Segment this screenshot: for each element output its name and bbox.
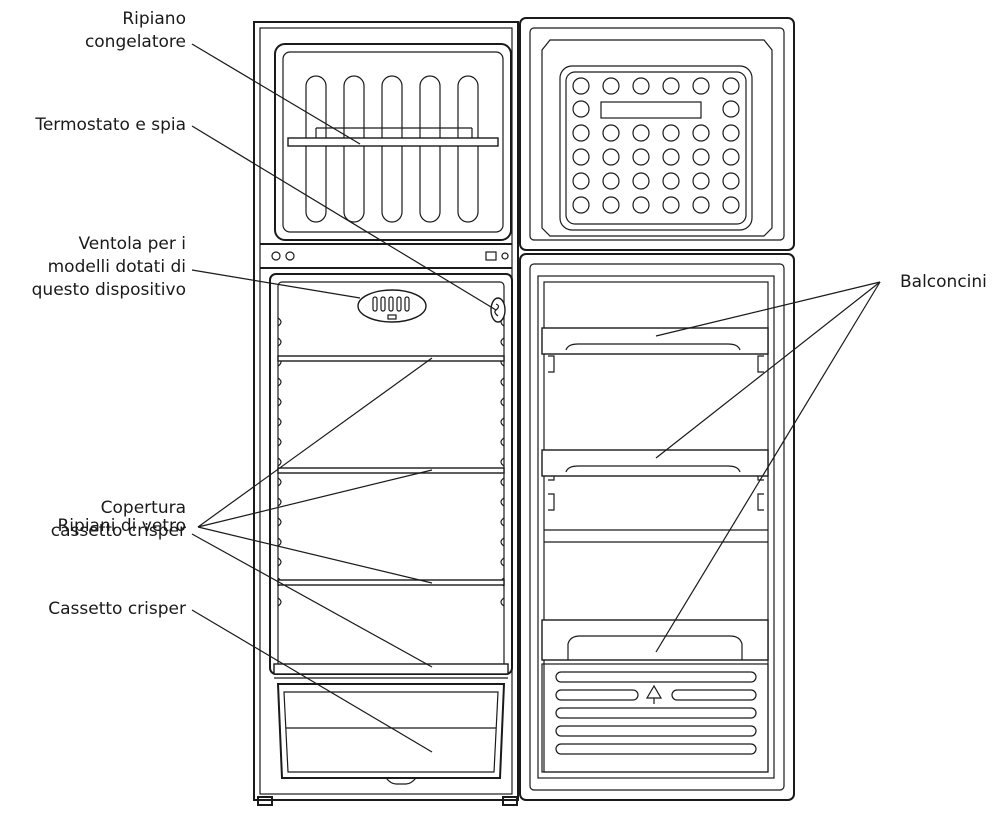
leader-ripiani-vetro-1 xyxy=(197,357,433,528)
leader-balconcini-1 xyxy=(655,281,881,337)
recycling-icon xyxy=(645,684,663,704)
label-ripiano-congelatore: Ripiano congelatore xyxy=(84,9,186,52)
freezer-compartment xyxy=(274,43,512,241)
label-ripiani-vetro: Ripiani di vetro xyxy=(57,516,187,536)
fridge-door xyxy=(519,253,795,801)
leader-termostato xyxy=(191,125,497,311)
leader-lines xyxy=(191,43,881,753)
divider-strip xyxy=(260,243,512,269)
label-cassetto-crisper: Cassetto crisper xyxy=(48,599,186,619)
leader-ripiani-vetro-2 xyxy=(197,469,433,528)
thermostat-icon xyxy=(490,297,506,323)
leader-balconcini-2 xyxy=(655,281,881,459)
leader-ventola xyxy=(191,269,361,299)
egg-tray xyxy=(572,77,740,214)
door-balconies xyxy=(541,327,769,661)
crisper-cover xyxy=(273,663,509,679)
fridge-compartment xyxy=(269,273,513,675)
crisper-drawer xyxy=(276,683,506,785)
label-copertura-crisper: Copertura cassetto crisper xyxy=(50,498,186,541)
leader-balconcini-3 xyxy=(655,281,881,653)
label-termostato: Termostato e spia xyxy=(35,115,186,135)
leader-copertura xyxy=(191,533,433,668)
door-vent xyxy=(541,663,769,773)
freezer-shelf xyxy=(287,127,499,147)
label-ventola: Ventola per i modelli dotati di questo d… xyxy=(31,234,186,300)
freezer-door xyxy=(519,17,795,251)
label-balconcini: Balconcini xyxy=(900,272,987,292)
glass-shelves xyxy=(277,355,505,586)
leader-cassetto xyxy=(191,609,433,753)
fan-icon xyxy=(357,289,427,323)
leader-ripiani-vetro-3 xyxy=(197,526,433,584)
leader-ripiano-congelatore xyxy=(191,43,361,145)
